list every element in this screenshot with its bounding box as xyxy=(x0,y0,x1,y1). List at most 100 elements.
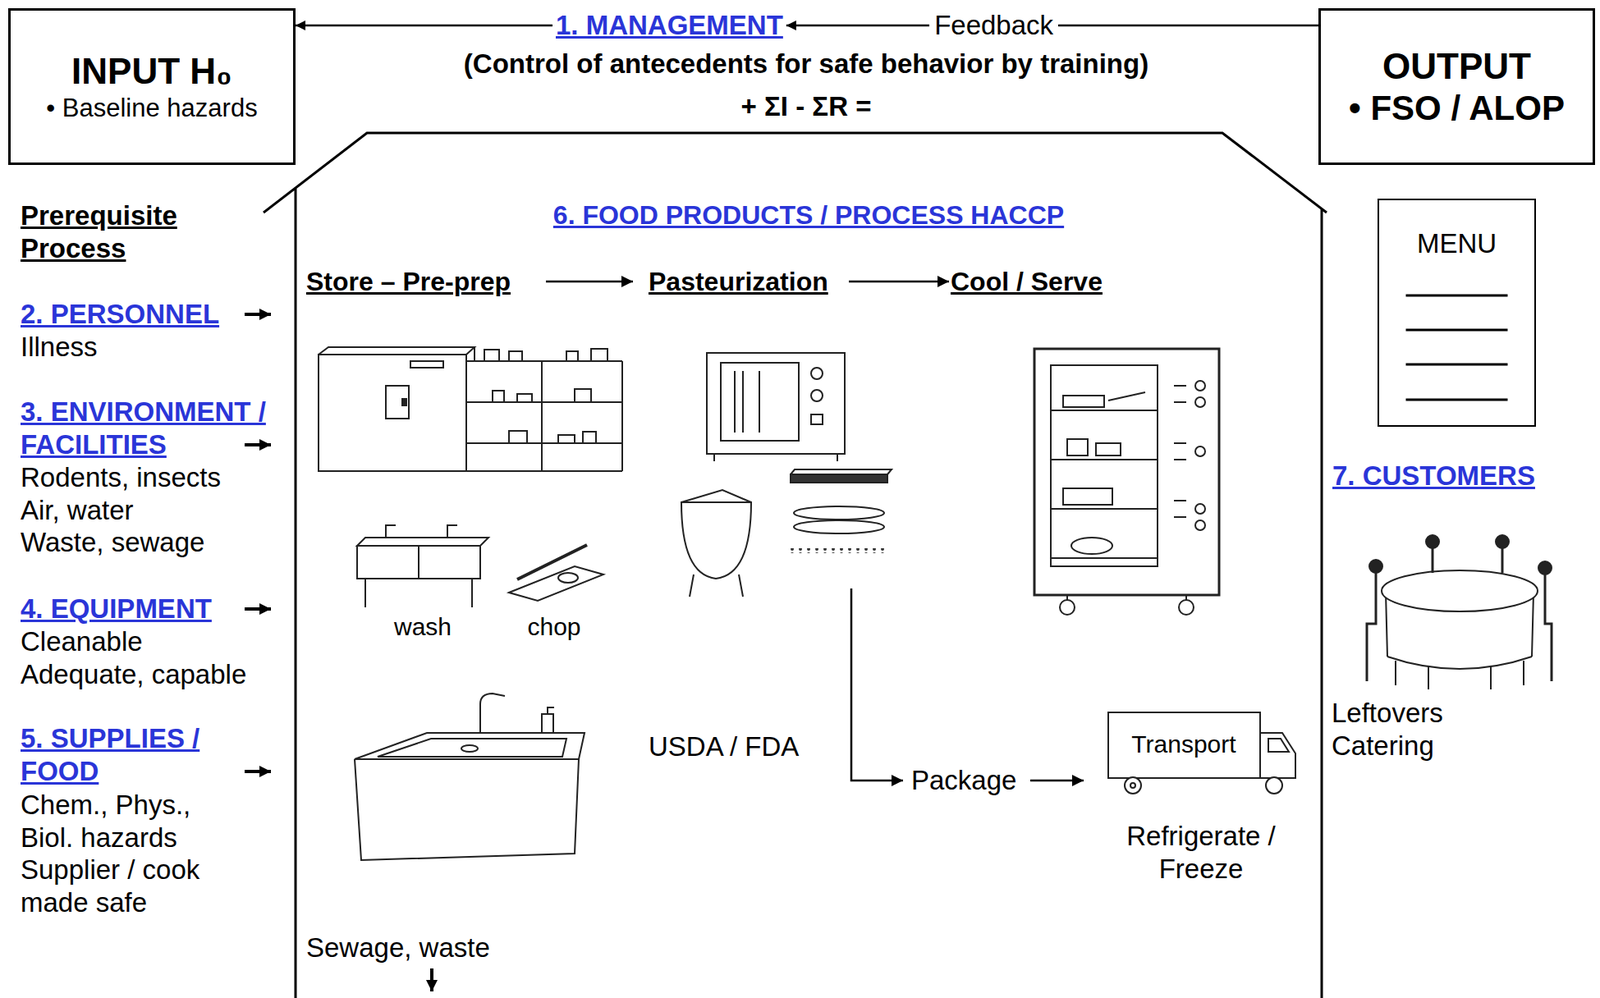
menu-card: MENU xyxy=(1377,198,1536,427)
truck xyxy=(1124,777,1142,794)
management-node: 1. MANAGEMENT xyxy=(552,9,787,42)
hand-sink xyxy=(461,745,478,752)
stage-heading: Pasteurization xyxy=(648,265,829,298)
prerequisite-arrows xyxy=(244,312,271,317)
item-text: Supplier / cook made safe xyxy=(20,853,226,920)
walk-in-cooler xyxy=(410,361,444,368)
hand-sink xyxy=(480,693,505,734)
storage-shelves xyxy=(558,435,575,444)
rack-cart xyxy=(1095,443,1121,456)
walk-in-cooler xyxy=(318,347,475,355)
dining-table xyxy=(1381,570,1538,612)
process-step: Package xyxy=(911,764,1017,798)
walk-in-cooler xyxy=(318,354,467,472)
combi-oven xyxy=(706,353,845,462)
double-sink xyxy=(357,545,481,579)
node-title: MENU xyxy=(1379,227,1535,261)
item-text: Illness xyxy=(20,330,98,364)
griddle xyxy=(793,506,885,520)
rack-cart xyxy=(1050,365,1158,567)
item-text: Catering xyxy=(1331,729,1435,763)
agency-note: USDA / FDA xyxy=(648,730,799,764)
hand-sink xyxy=(354,733,585,760)
picture-caption: chop xyxy=(527,612,581,642)
menu-line xyxy=(1406,363,1509,367)
griddle xyxy=(790,469,892,475)
management-subtitle: (Control of antecedents for safe behavio… xyxy=(463,47,1149,81)
combi-oven xyxy=(811,389,823,402)
cutting-board xyxy=(558,573,578,583)
storage-shelves xyxy=(517,394,532,403)
rack-cart xyxy=(1067,595,1187,601)
cutting-board xyxy=(508,566,604,601)
input-box: INPUT H₀• Baseline hazards xyxy=(8,8,296,166)
double-sink xyxy=(417,545,420,579)
hand-sink xyxy=(547,707,555,715)
storage-shelves xyxy=(574,389,592,403)
griddle xyxy=(793,520,885,534)
double-sink xyxy=(357,525,489,608)
hand-sink xyxy=(541,714,554,734)
storage-shelves xyxy=(466,348,623,472)
combi-oven xyxy=(811,367,823,380)
griddle xyxy=(790,474,888,483)
connector-arrow xyxy=(295,24,553,28)
rack-cart xyxy=(1195,380,1206,391)
dining-table xyxy=(1425,535,1440,549)
walk-in-cooler xyxy=(318,347,475,472)
node-title: 6. FOOD PRODUCTS / PROCESS HACCP xyxy=(295,199,1322,231)
menu-line xyxy=(1406,294,1509,298)
waste-arrow xyxy=(430,968,433,992)
rack-cart xyxy=(1034,348,1220,615)
truck xyxy=(1130,783,1136,789)
process-line xyxy=(851,588,1084,781)
rack-cart xyxy=(1195,446,1206,457)
customers-heading: 7. CUSTOMERS xyxy=(1332,459,1536,493)
walk-in-cooler xyxy=(402,398,407,406)
griddle xyxy=(790,548,888,554)
storage-shelves xyxy=(582,431,596,444)
node-text: • Baseline hazards xyxy=(45,92,257,124)
truck xyxy=(1268,738,1289,752)
stage-heading: Cool / Serve xyxy=(950,265,1103,298)
category-heading: 2. PERSONNEL xyxy=(20,297,220,331)
stage-arrows xyxy=(545,280,633,284)
item-text: Rodents, insects xyxy=(20,461,221,495)
edge-label: Feedback xyxy=(929,9,1059,42)
menu-line xyxy=(1406,329,1509,332)
section-heading: Prerequisite Process xyxy=(20,199,210,266)
storage-shelves xyxy=(566,351,578,362)
truck xyxy=(1108,712,1261,779)
truck xyxy=(1260,733,1296,779)
item-text: Waste, sewage xyxy=(20,526,205,560)
dining-table xyxy=(1501,548,1504,574)
process-line xyxy=(851,588,904,781)
walk-in-cooler xyxy=(385,385,409,419)
picture-caption: wash xyxy=(394,612,452,642)
truck-label: Transport xyxy=(1131,729,1236,760)
menu-line xyxy=(1406,398,1509,402)
dining-table xyxy=(1387,656,1532,670)
dining-table xyxy=(1495,535,1509,549)
item-text: Cleanable xyxy=(20,625,143,659)
griddle xyxy=(790,469,892,554)
combi-oven xyxy=(734,371,760,433)
truck xyxy=(1265,777,1283,794)
rack-cart xyxy=(1173,385,1187,518)
dining-table xyxy=(1366,573,1376,682)
rack-cart xyxy=(1178,600,1194,615)
storage-shelves xyxy=(484,349,500,362)
storage-shelves xyxy=(591,348,608,362)
storage-shelves xyxy=(492,390,505,403)
double-sink xyxy=(357,537,489,546)
rack-cart xyxy=(1050,410,1158,559)
stage-arrows xyxy=(848,280,949,284)
combi-oven xyxy=(706,353,845,454)
storage-note: Refrigerate / Freeze xyxy=(1106,820,1296,886)
item-text: Adequate, capable xyxy=(20,658,247,692)
item-text: Chem., Phys., Biol. hazards xyxy=(20,788,226,855)
rack-cart xyxy=(1071,537,1113,555)
rack-cart xyxy=(1063,488,1113,505)
prerequisite-arrows xyxy=(244,443,271,447)
